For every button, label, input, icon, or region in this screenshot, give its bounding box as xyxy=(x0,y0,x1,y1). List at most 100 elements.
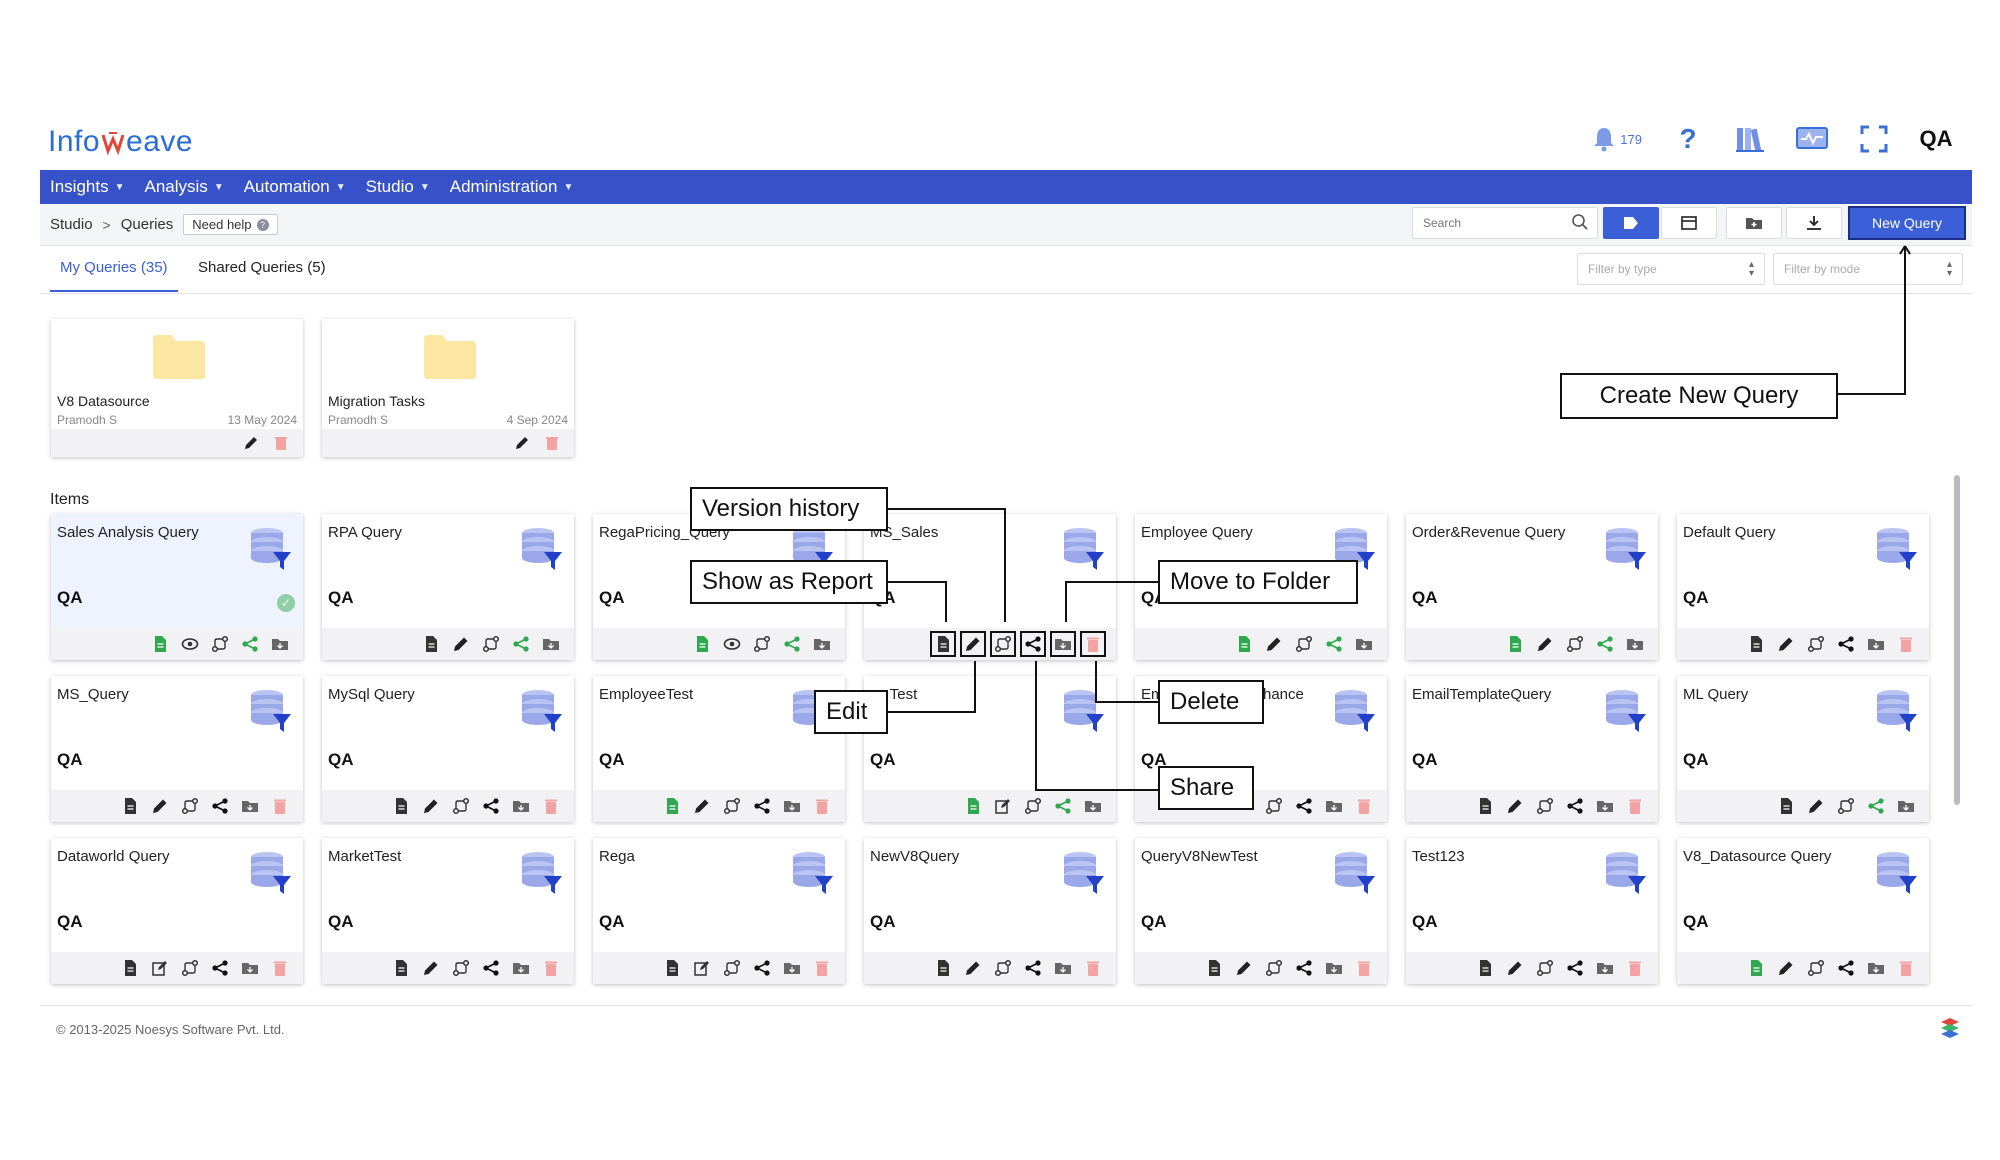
edit-pencil-icon[interactable] xyxy=(422,959,440,977)
nav-analysis[interactable]: Analysis▼ xyxy=(135,177,234,197)
show-as-report-icon[interactable] xyxy=(663,797,681,815)
show-as-report-icon[interactable] xyxy=(1777,797,1795,815)
move-to-folder-icon[interactable] xyxy=(512,797,530,815)
edit-pencil-icon[interactable] xyxy=(1265,635,1283,653)
show-as-report-icon[interactable] xyxy=(392,959,410,977)
delete-trash-icon[interactable] xyxy=(1355,797,1373,815)
version-history-icon[interactable] xyxy=(181,797,199,815)
move-to-folder-icon[interactable] xyxy=(1325,797,1343,815)
edit-pencil-icon[interactable] xyxy=(1506,959,1524,977)
edit-pencil-icon[interactable] xyxy=(1777,959,1795,977)
edit-square-icon[interactable] xyxy=(693,959,711,977)
folder-card[interactable]: Migration Tasks Pramodh S 4 Sep 2024 xyxy=(322,319,574,457)
version-history-icon[interactable] xyxy=(181,959,199,977)
edit-pencil-icon[interactable] xyxy=(1506,797,1524,815)
share-icon[interactable] xyxy=(1020,631,1046,657)
share-icon[interactable] xyxy=(482,797,500,815)
version-history-icon[interactable] xyxy=(452,959,470,977)
share-icon[interactable] xyxy=(1054,797,1072,815)
move-to-folder-icon[interactable] xyxy=(1867,959,1885,977)
help-button[interactable]: ? xyxy=(1672,123,1704,155)
edit-pencil-icon[interactable] xyxy=(1777,635,1795,653)
delete-trash-icon[interactable] xyxy=(1897,635,1915,653)
share-icon[interactable] xyxy=(783,635,801,653)
search-input[interactable] xyxy=(1413,208,1573,238)
share-icon[interactable] xyxy=(211,797,229,815)
version-history-icon[interactable] xyxy=(1024,797,1042,815)
tab-shared-queries[interactable]: Shared Queries (5) xyxy=(198,259,326,276)
show-as-report-icon[interactable] xyxy=(934,959,952,977)
new-folder-button[interactable] xyxy=(1726,207,1782,239)
show-as-report-icon[interactable] xyxy=(1235,635,1253,653)
move-to-folder-icon[interactable] xyxy=(241,797,259,815)
delete-trash-icon[interactable] xyxy=(813,797,831,815)
list-view-button[interactable] xyxy=(1661,207,1717,239)
move-to-folder-icon[interactable] xyxy=(1897,797,1915,815)
edit-pencil-icon[interactable] xyxy=(422,797,440,815)
share-icon[interactable] xyxy=(1566,797,1584,815)
version-history-icon[interactable] xyxy=(482,635,500,653)
delete-trash-icon[interactable] xyxy=(1080,631,1106,657)
query-card[interactable]: MS_SalesQA xyxy=(864,514,1116,660)
vertical-scrollbar[interactable] xyxy=(1954,475,1960,805)
show-as-report-icon[interactable] xyxy=(1747,959,1765,977)
nav-studio[interactable]: Studio▼ xyxy=(356,177,440,197)
nav-administration[interactable]: Administration▼ xyxy=(440,177,584,197)
move-to-folder-icon[interactable] xyxy=(1325,959,1343,977)
version-history-icon[interactable] xyxy=(1807,959,1825,977)
edit-pencil-icon[interactable] xyxy=(151,797,169,815)
folder-card[interactable]: V8 Datasource Pramodh S 13 May 2024 xyxy=(51,319,303,457)
edit-pencil-icon[interactable] xyxy=(1807,797,1825,815)
share-icon[interactable] xyxy=(211,959,229,977)
filter-by-mode-select[interactable]: Filter by mode▴▾ xyxy=(1773,253,1963,285)
edit-pencil-icon[interactable] xyxy=(1536,635,1554,653)
version-history-icon[interactable] xyxy=(211,635,229,653)
version-history-icon[interactable] xyxy=(753,635,771,653)
version-history-icon[interactable] xyxy=(990,631,1016,657)
version-history-icon[interactable] xyxy=(452,797,470,815)
share-icon[interactable] xyxy=(1837,959,1855,977)
delete-trash-icon[interactable] xyxy=(1626,797,1644,815)
breadcrumb-studio[interactable]: Studio xyxy=(50,216,93,233)
move-to-folder-icon[interactable] xyxy=(1084,797,1102,815)
share-icon[interactable] xyxy=(753,797,771,815)
show-as-report-icon[interactable] xyxy=(663,959,681,977)
move-to-folder-icon[interactable] xyxy=(271,635,289,653)
user-avatar[interactable]: QA xyxy=(1920,123,1953,155)
share-icon[interactable] xyxy=(1566,959,1584,977)
edit-pencil-icon[interactable] xyxy=(964,959,982,977)
show-as-report-icon[interactable] xyxy=(121,797,139,815)
move-to-folder-icon[interactable] xyxy=(241,959,259,977)
delete-trash-icon[interactable] xyxy=(542,797,560,815)
delete-trash-icon[interactable] xyxy=(544,435,560,451)
card-view-button[interactable] xyxy=(1603,207,1659,239)
download-button[interactable] xyxy=(1786,207,1842,239)
share-icon[interactable] xyxy=(753,959,771,977)
move-to-folder-icon[interactable] xyxy=(1050,631,1076,657)
move-to-folder-icon[interactable] xyxy=(1054,959,1072,977)
need-help-button[interactable]: Need help? xyxy=(183,214,278,235)
version-history-icon[interactable] xyxy=(1265,797,1283,815)
tab-my-queries[interactable]: My Queries (35) xyxy=(60,259,168,276)
move-to-folder-icon[interactable] xyxy=(1867,635,1885,653)
version-history-icon[interactable] xyxy=(1265,959,1283,977)
delete-trash-icon[interactable] xyxy=(1355,959,1373,977)
move-to-folder-icon[interactable] xyxy=(512,959,530,977)
edit-square-icon[interactable] xyxy=(994,797,1012,815)
version-history-icon[interactable] xyxy=(1536,959,1554,977)
move-to-folder-icon[interactable] xyxy=(542,635,560,653)
version-history-icon[interactable] xyxy=(1295,635,1313,653)
edit-pencil-icon[interactable] xyxy=(514,435,530,451)
